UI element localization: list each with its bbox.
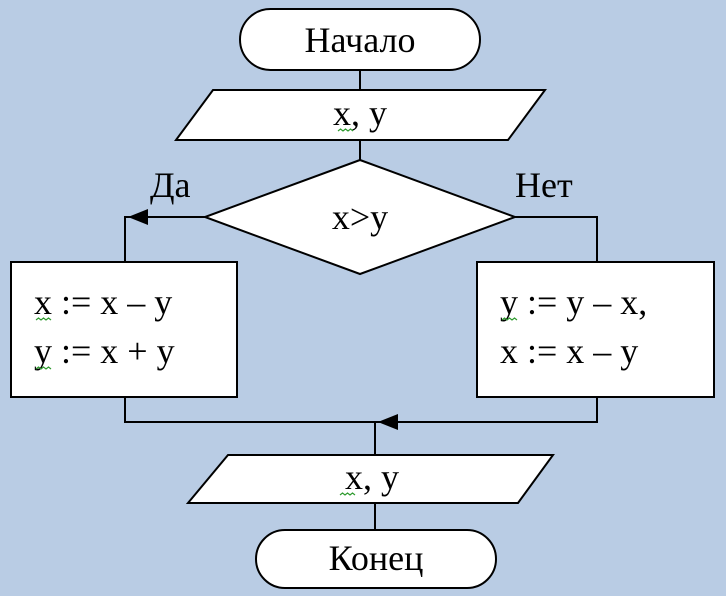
start-label: Начало bbox=[305, 20, 416, 60]
yes-process-line-2: y := x + y bbox=[34, 331, 175, 371]
end-label: Конец bbox=[329, 538, 424, 578]
merge-arrow-head bbox=[378, 414, 398, 430]
end-node: Конец bbox=[255, 529, 497, 589]
no-process-node: y := y – x, x := x – y bbox=[476, 261, 715, 398]
yes-process-node: x := x – y y := x + y bbox=[10, 261, 238, 398]
spellcheck-underline-icon bbox=[337, 128, 354, 132]
start-node: Начало bbox=[239, 8, 481, 71]
no-process-line-1: y := y – x, bbox=[500, 282, 647, 322]
output-label: x, y bbox=[345, 457, 399, 497]
output-node: x, y bbox=[185, 454, 555, 504]
input-label: x, y bbox=[333, 93, 387, 133]
yes-process-line-1: x := x – y bbox=[34, 282, 172, 322]
spellcheck-underline-icon bbox=[339, 492, 356, 496]
yes-arrow-head bbox=[128, 209, 148, 225]
spellcheck-underline-icon bbox=[35, 366, 52, 370]
spellcheck-underline-icon bbox=[501, 317, 518, 321]
connector-no-branch bbox=[515, 216, 598, 262]
condition-label: x>y bbox=[332, 197, 388, 237]
connector-merge bbox=[124, 397, 598, 423]
no-process-line-2: x := x – y bbox=[500, 331, 638, 371]
yes-label: Да bbox=[150, 165, 191, 205]
connector-yes-branch bbox=[124, 216, 205, 262]
input-node: x, y bbox=[174, 89, 547, 141]
no-label: Нет bbox=[515, 165, 573, 205]
condition-node: x>y bbox=[202, 158, 518, 276]
spellcheck-underline-icon bbox=[35, 317, 52, 321]
